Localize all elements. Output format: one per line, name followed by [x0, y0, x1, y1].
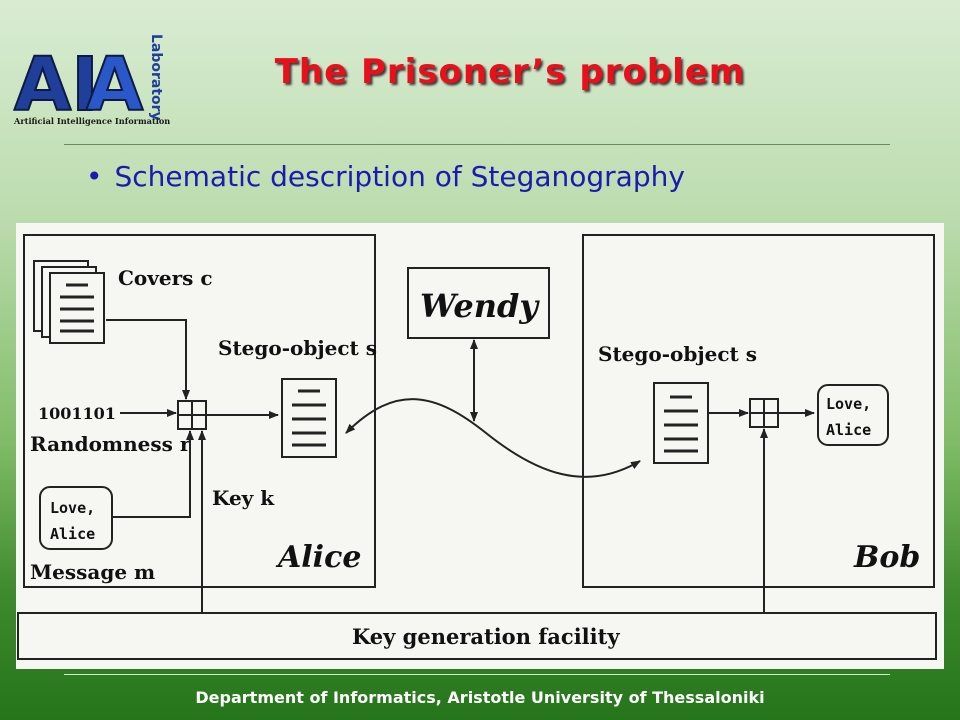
- logo-subtitle: Artificial Intelligence Information Anal…: [13, 116, 170, 126]
- output-message-box: [817, 384, 889, 446]
- wendy-box: [407, 267, 550, 339]
- aia-laboratory-logo: AI A Laboratory Artificial Intelligence …: [13, 34, 170, 128]
- footer-text: Department of Informatics, Aristotle Uni…: [195, 688, 765, 707]
- wendy-label: Wendy: [420, 287, 540, 325]
- key-generation-facility-box: [17, 612, 937, 660]
- communication-channel-curve: [345, 398, 641, 478]
- covers-label: Covers c: [118, 266, 213, 290]
- title-divider: [64, 144, 890, 145]
- steganography-diagram: Wendy Key generation facility Covers c 1…: [16, 223, 944, 669]
- bob-box: [582, 234, 935, 588]
- bullet-dot: •: [86, 160, 103, 193]
- message-line-2: Alice: [50, 525, 95, 543]
- embedding-operator-icon: [177, 400, 207, 430]
- logo-letter-a: A: [86, 42, 143, 128]
- logo-letters-ai: AI: [14, 42, 99, 128]
- footer-divider: [64, 674, 890, 675]
- stego-object-label-right: Stego-object s: [598, 342, 757, 366]
- bob-label: Bob: [853, 540, 920, 575]
- diagram-canvas: Wendy Key generation facility Covers c 1…: [17, 234, 937, 660]
- alice-label: Alice: [275, 540, 361, 575]
- key-generation-facility-label: Key generation facility: [352, 624, 620, 649]
- bullet-text: Schematic description of Steganography: [114, 160, 685, 193]
- slide-title: The Prisoner’s problem: [274, 52, 746, 92]
- key-label: Key k: [212, 486, 275, 510]
- stego-object-document-icon-right: [653, 382, 709, 464]
- randomness-label: Randomness r: [30, 432, 191, 456]
- random-bits: 1001101: [38, 404, 116, 423]
- message-line-1: Love,: [50, 499, 95, 517]
- logo-vertical-text: Laboratory: [148, 34, 164, 121]
- stego-object-document-icon-left: [281, 378, 337, 458]
- stego-object-label-left: Stego-object s: [218, 336, 377, 360]
- output-line-1: Love,: [826, 395, 871, 413]
- covers-document-icon: [33, 260, 105, 344]
- message-label: Message m: [30, 560, 155, 584]
- extraction-operator-icon: [749, 398, 779, 428]
- output-line-2: Alice: [826, 421, 871, 439]
- bullet-item: • Schematic description of Steganography: [86, 160, 685, 193]
